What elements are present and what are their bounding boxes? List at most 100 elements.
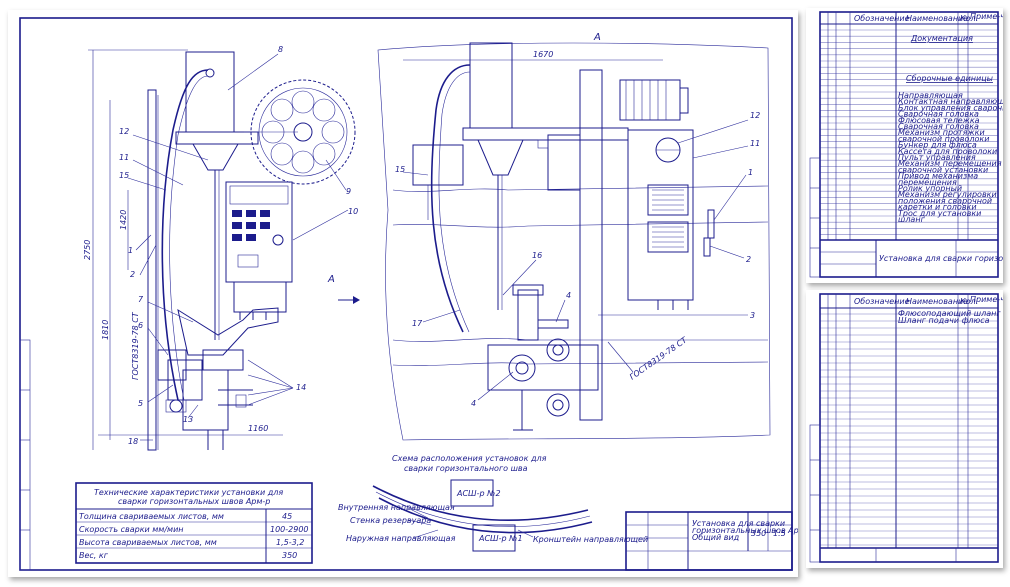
callout-7: 7 (138, 295, 144, 304)
callout-12: 12 (119, 127, 129, 136)
spec1-item: Механизм протяжки (898, 128, 985, 137)
scheme-title-line1: Схема расположения установок для (392, 454, 547, 463)
spec1-item: Ролик упорный (898, 184, 962, 193)
main-drawing-sheet: A A 8 12 11 15 10 9 1 2 7 6 5 13 14 18 1… (8, 10, 798, 577)
callout-r-17: 17 (412, 319, 423, 328)
spec-sheet-2: Обозначение Наименование Кол. Приме-чани… (806, 290, 1003, 568)
dim-1160: 1160 (248, 424, 268, 433)
spec1-header-note: Приме-чание (970, 12, 1003, 21)
scheme-unit-1: АСШ-р №1 (478, 534, 523, 543)
main-title-block (625, 511, 793, 571)
spec1-item: Контактная направляющая (898, 97, 1003, 106)
spec-row-2-label: Скорость сварки мм/мин (79, 525, 184, 534)
callout-8: 8 (278, 45, 283, 54)
spec1-item: Кассета для проволоки (898, 147, 997, 156)
spec1-header-name: Наименование (906, 14, 968, 23)
left-elevation-view (88, 49, 360, 451)
callout-1: 1 (128, 246, 133, 255)
spec2-header-name: Наименование (906, 297, 968, 306)
spec1-item: Пульт управления (898, 153, 976, 162)
spec1-section-doc: Документация (910, 34, 973, 43)
spec1-item: Механизм регулировки (898, 190, 997, 199)
scheme-label-bracket: Кронштейн направляющей (533, 535, 648, 544)
spec2-header-designation: Обозначение (854, 297, 910, 306)
spec1-item: Бункер для флюса (898, 141, 977, 150)
spec1-item: Механизм перемещения (898, 159, 1002, 168)
gost-left: ГОСТ8319-78 СТ (131, 311, 140, 380)
spec-title-line1: Технические характеристики установки для (94, 488, 283, 497)
spec-sheet-1-svg: Обозначение Наименование Кол. Приме-чани… (809, 11, 1003, 278)
callout-r-12: 12 (750, 111, 760, 120)
spec1-item: сварочной установки (898, 165, 988, 174)
right-view-a (377, 42, 771, 441)
callout-r-4a: 4 (471, 399, 476, 408)
spec-row-1-label: Толщина свариваемых листов, мм (79, 512, 224, 521)
spec1-item: Привод механизма (898, 172, 978, 181)
spec-sheet-2-svg: Обозначение Наименование Кол. Приме-чани… (809, 293, 1003, 563)
spec2-item-2: Шланг подачи флюса (898, 316, 990, 325)
callout-r-11: 11 (750, 139, 760, 148)
spec1-item: Сварочная головка (898, 122, 979, 131)
view-label-a: A (593, 32, 601, 43)
spec1-item: шланг (898, 215, 926, 224)
scheme-unit-2: АСШ-р №2 (456, 489, 501, 498)
spec1-item: сварочной проволоки (898, 134, 989, 143)
callout-6: 6 (138, 321, 143, 330)
title-scale: 1:5 (773, 529, 786, 538)
spec1-item: Блок управления сварочный (898, 103, 1003, 112)
spec2-header-qty: Кол. (960, 297, 978, 306)
spec1-item: каретки и головки (898, 203, 977, 212)
spec1-item: Флюсовая тележка (898, 116, 980, 125)
spec1-item: положения сварочной (898, 196, 992, 205)
callout-r-15: 15 (395, 165, 405, 174)
dim-1670: 1670 (533, 50, 553, 59)
spec-table (75, 482, 313, 564)
spec1-header-qty: Кол. (960, 14, 978, 23)
main-drawing-svg: A A 8 12 11 15 10 9 1 2 7 6 5 13 14 18 1… (19, 17, 798, 571)
callout-15: 15 (119, 171, 129, 180)
dim-1420: 1420 (119, 210, 128, 230)
spec1-title-name: Установка для сварки горизонтальных швов… (879, 254, 1003, 263)
dim-2750: 2750 (83, 240, 92, 260)
spec1-item: Сварочная головка (898, 110, 979, 119)
section-marker-a: A (327, 274, 335, 285)
callout-18: 18 (128, 437, 138, 446)
callout-9: 9 (346, 187, 351, 196)
spec-row-3-label: Высота свариваемых листов, мм (79, 538, 217, 547)
drawing-frame (19, 17, 793, 571)
callout-13: 13 (183, 415, 193, 424)
spec1-item: перемещения (898, 178, 957, 187)
spec2-header-note: Приме-чание (970, 295, 1003, 304)
callout-14: 14 (296, 383, 306, 392)
placement-scheme (372, 479, 593, 552)
spec1-row-lines (820, 29, 998, 235)
spec1-item: Трос для установки (898, 209, 981, 218)
binding-strip (19, 339, 31, 571)
spec-row-4-label: Вес, кг (79, 551, 109, 560)
spec1-header-designation: Обозначение (854, 14, 910, 23)
title-mass: 350 (751, 529, 766, 538)
callout-r-1: 1 (748, 168, 753, 177)
spec1-section-units: Сборочные единицы (906, 74, 993, 83)
callout-11: 11 (119, 153, 129, 162)
spec1-item: Направляющая (898, 91, 963, 100)
spec-row-3-value: 1,5-3,2 (276, 538, 304, 547)
callout-2: 2 (130, 270, 135, 279)
scheme-label-outer: Наружная направляющая (346, 534, 456, 543)
callout-5: 5 (138, 399, 143, 408)
spec2-row-lines (820, 313, 998, 546)
spec-row-2-value: 100-2900 (270, 525, 309, 534)
callout-r-4b: 4 (566, 291, 571, 300)
spec-sheet-1: Обозначение Наименование Кол. Приме-чани… (806, 8, 1003, 283)
gost-right: ГОСТ8319-78 СТ (628, 335, 690, 382)
scheme-title-line2: сварки горизонтального шва (404, 464, 528, 473)
callout-r-16: 16 (532, 251, 542, 260)
title-name-line2: горизонтальных швов Арм-р (692, 526, 798, 535)
callout-r-3: 3 (750, 311, 755, 320)
spec-title-line2: сварки горизонтальных швов Арм-р (118, 497, 270, 506)
spec2-item-1: Флюсоподающий шланг (898, 309, 1001, 318)
callout-10: 10 (348, 207, 358, 216)
scheme-label-wall: Стенка резервуара (350, 516, 431, 525)
title-name-line1: Установка для сварки (692, 519, 785, 528)
